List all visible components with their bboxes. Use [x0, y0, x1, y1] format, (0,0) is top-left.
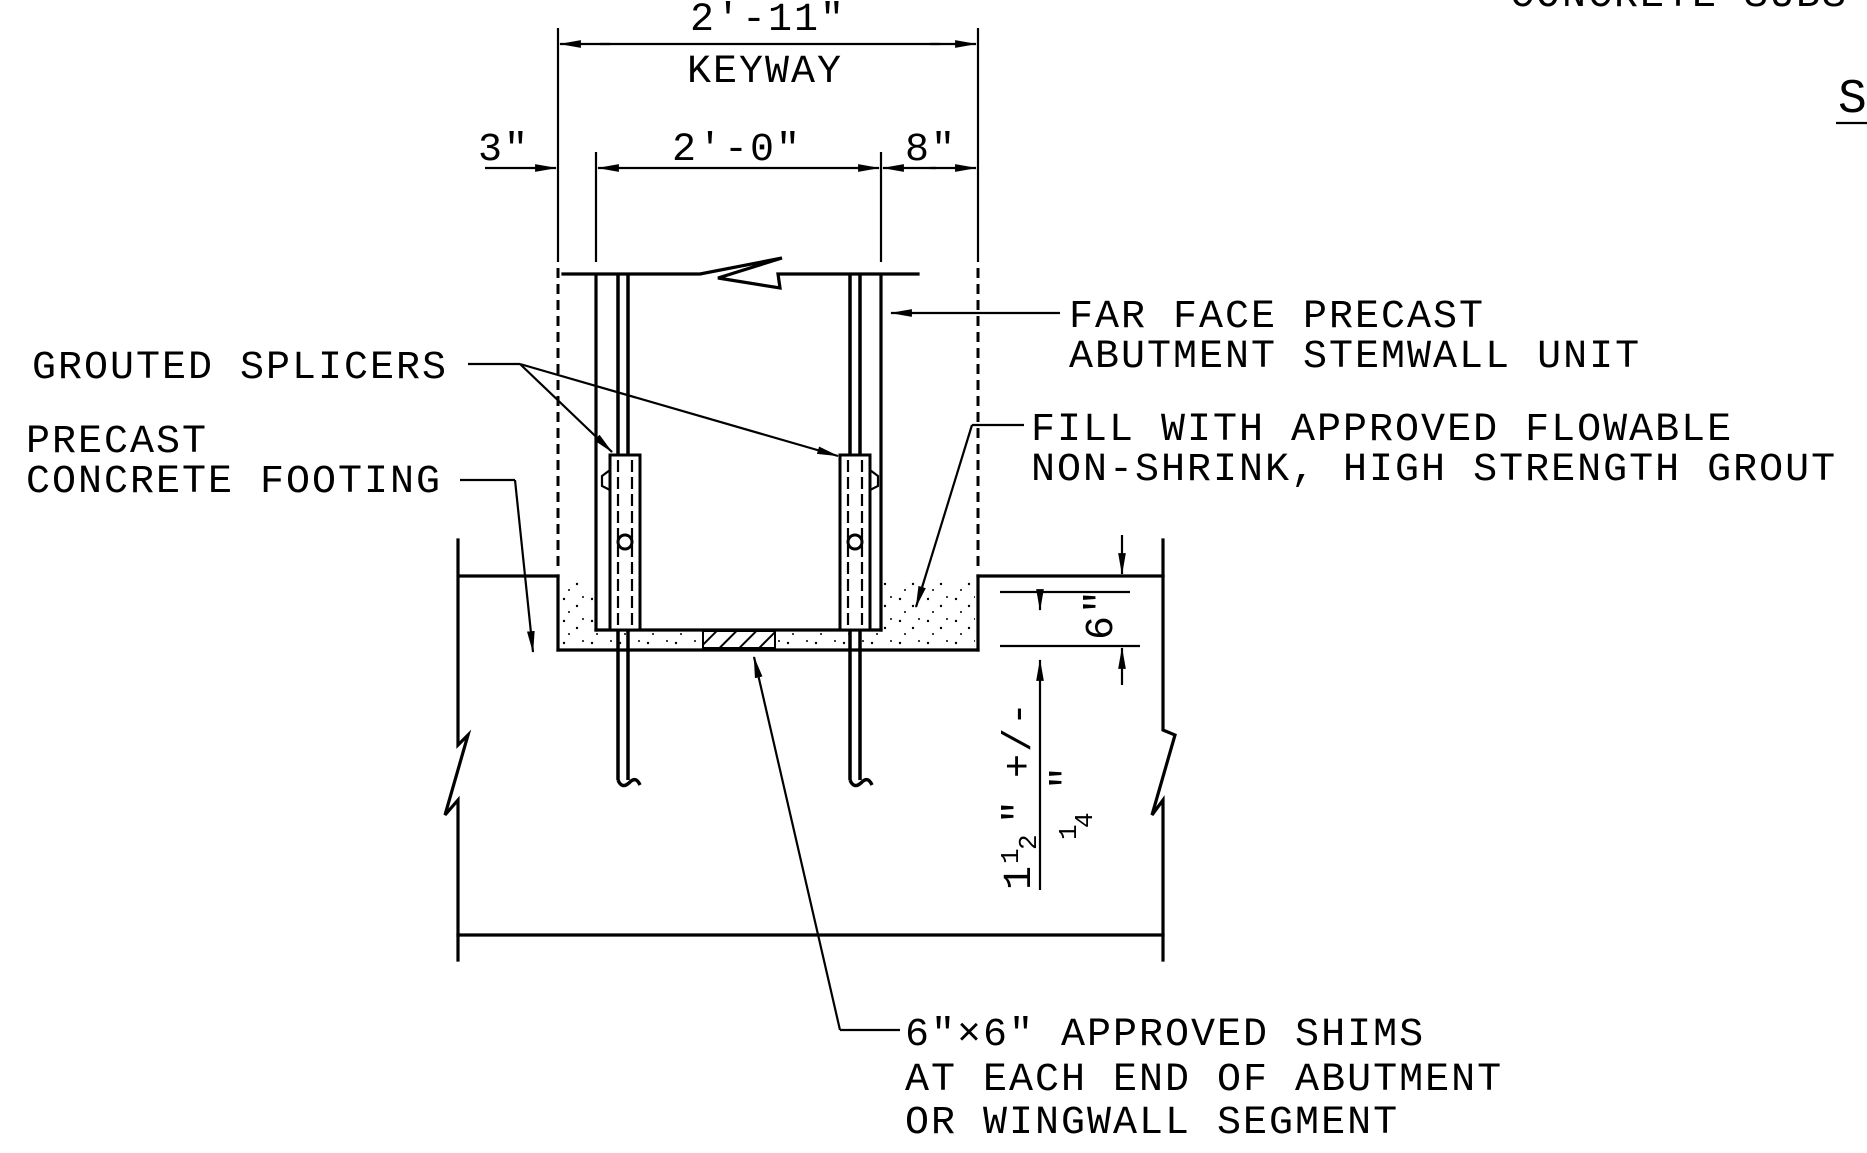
- tolerance-dimension: 1 1 2 " +/- 1 4 ": [996, 700, 1100, 890]
- reinforcing-bars: [616, 274, 874, 788]
- partial-title-text: CONCRETE SUBS: [1510, 0, 1848, 19]
- left-offset-dimension: 3": [478, 128, 530, 173]
- depth-dimension: 6" 1 1 2 " +/- 1 4 ": [996, 535, 1140, 890]
- splicer-right: [838, 453, 880, 632]
- shim: [702, 630, 776, 649]
- grouted-splicers-label: GROUTED SPLICERS: [32, 346, 448, 391]
- stemwall-unit: [556, 256, 980, 632]
- svg-text:": ": [998, 798, 1043, 824]
- precast-footing-label-line2: CONCRETE FOOTING: [26, 460, 442, 505]
- fill-grout-label-line2: NON-SHRINK, HIGH STRENGTH GROUT: [1031, 448, 1837, 493]
- svg-text:4: 4: [1070, 810, 1100, 828]
- keyway-label: KEYWAY: [687, 50, 843, 95]
- svg-text:1: 1: [996, 846, 1026, 864]
- fill-grout-label-line1: FILL WITH APPROVED FLOWABLE: [1031, 408, 1733, 453]
- sub-dimensions: 3" 2′-0" 8": [478, 128, 978, 262]
- svg-text:+/-: +/-: [998, 700, 1043, 778]
- shims-label-line2: AT EACH END OF ABUTMENT: [905, 1058, 1503, 1103]
- far-face-label-line2: ABUTMENT STEMWALL UNIT: [1069, 335, 1641, 380]
- grout-fill: [562, 580, 975, 649]
- leader-lines: [460, 309, 1060, 1032]
- depth-dimension-text: 6": [1080, 588, 1125, 640]
- overall-dimension: 2′-11" KEYWAY: [556, 0, 980, 262]
- shims-label-line3: OR WINGWALL SEGMENT: [905, 1101, 1399, 1146]
- splicer-left: [600, 453, 642, 632]
- shims-label-line1: 6"×6" APPROVED SHIMS: [905, 1013, 1425, 1058]
- svg-text:": ": [1046, 764, 1091, 790]
- overall-dimension-text: 2′-11": [690, 0, 846, 43]
- svg-text:1: 1: [1054, 822, 1084, 840]
- svg-text:1: 1: [998, 864, 1043, 890]
- right-offset-dimension: 8": [905, 128, 957, 173]
- far-face-label-line1: FAR FACE PRECAST: [1069, 295, 1485, 340]
- precast-footing-label-line1: PRECAST: [26, 420, 208, 465]
- partial-heading-letter: S: [1838, 73, 1867, 127]
- middle-width-dimension: 2′-0": [672, 128, 802, 173]
- svg-text:2: 2: [1014, 832, 1044, 850]
